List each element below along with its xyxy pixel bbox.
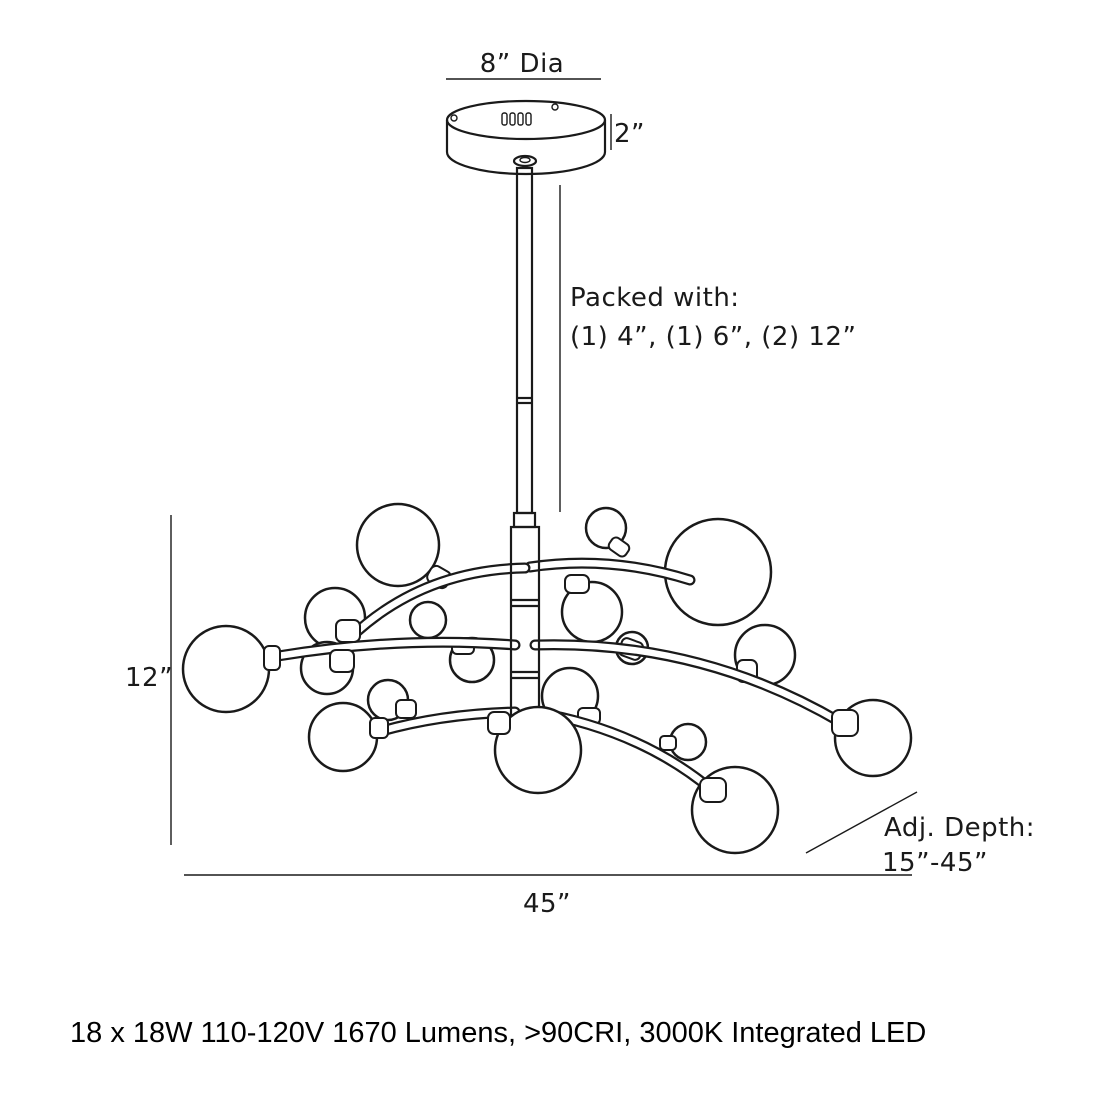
width-label: 45” xyxy=(523,889,571,919)
canopy-height-label: 2” xyxy=(614,119,645,149)
spec-line: 18 x 18W 110-120V 1670 Lumens, >90CRI, 3… xyxy=(70,1017,926,1049)
height-label: 12” xyxy=(125,663,173,693)
depth-title-label: Adj. Depth: xyxy=(884,813,1035,843)
rod-lengths-label: (1) 4”, (1) 6”, (2) 12” xyxy=(570,322,856,352)
depth-dimension-line xyxy=(805,791,918,854)
front-globes xyxy=(181,619,913,855)
canopy-diameter-label: 8” Dia xyxy=(480,49,564,79)
center-body xyxy=(509,525,541,724)
downrod xyxy=(512,166,537,529)
canopy xyxy=(445,99,607,176)
packed-with-label: Packed with: xyxy=(570,283,740,313)
depth-range-label: 15”-45” xyxy=(882,848,988,878)
